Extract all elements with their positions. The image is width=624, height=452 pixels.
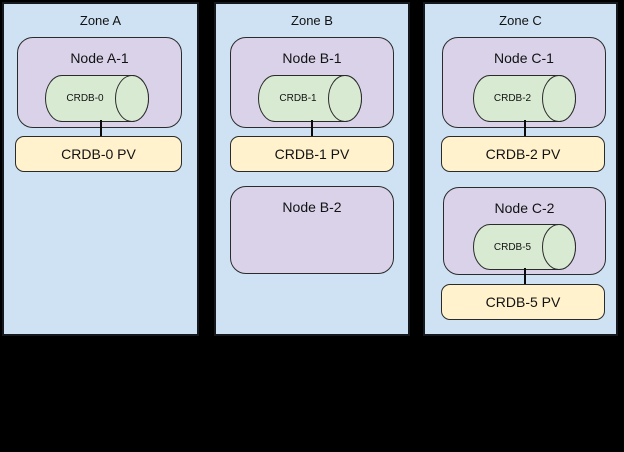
zone-b-title: Zone B bbox=[291, 13, 333, 28]
zone-c-title: Zone C bbox=[499, 13, 542, 28]
crdb-0-pv-box: CRDB-0 PV bbox=[15, 136, 182, 172]
zone-b-container: Zone B Node B-1 CRDB-1 CRDB-1 PV Node B-… bbox=[214, 2, 410, 336]
node-b1-title: Node B-1 bbox=[282, 50, 342, 66]
cylinder-shape-icon bbox=[258, 75, 362, 122]
connector-crdb0-to-pv bbox=[100, 120, 102, 138]
crdb-1-cylinder-label: CRDB-1 bbox=[279, 93, 317, 104]
cylinder-shape-icon bbox=[45, 75, 149, 122]
crdb-5-cylinder: CRDB-5 bbox=[473, 224, 576, 270]
crdb-2-pv-box: CRDB-2 PV bbox=[441, 136, 605, 172]
node-c1-title: Node C-1 bbox=[494, 50, 554, 66]
node-b2-box: Node B-2 bbox=[230, 186, 394, 274]
crdb-1-pv-box: CRDB-1 PV bbox=[230, 136, 394, 172]
cylinder-shape-icon bbox=[473, 75, 576, 122]
node-a1-title: Node A-1 bbox=[70, 50, 129, 66]
cylinder-shape-icon bbox=[473, 224, 576, 270]
connector-crdb2-to-pv bbox=[524, 120, 526, 138]
connector-crdb1-to-pv bbox=[311, 120, 313, 138]
node-b2-title: Node B-2 bbox=[282, 199, 342, 215]
crdb-5-pv-box: CRDB-5 PV bbox=[441, 284, 605, 320]
crdb-1-cylinder: CRDB-1 bbox=[258, 75, 362, 122]
crdb-2-cylinder-label: CRDB-2 bbox=[493, 93, 532, 104]
crdb-0-cylinder-label: CRDB-0 bbox=[66, 93, 104, 104]
crdb-0-cylinder: CRDB-0 bbox=[45, 75, 149, 122]
crdb-5-cylinder-label: CRDB-5 bbox=[493, 241, 532, 253]
node-c2-title: Node C-2 bbox=[494, 200, 555, 216]
zone-a-title: Zone A bbox=[79, 13, 122, 28]
connector-crdb5-to-pv bbox=[524, 268, 526, 286]
zone-a-container: Zone A Node A-1 CRDB-0 CRDB-0 PV bbox=[2, 2, 199, 336]
zone-c-container: Zone C Node C-1 CRDB-2 CRDB-2 PV Node C-… bbox=[423, 2, 618, 336]
crdb-2-cylinder: CRDB-2 bbox=[473, 75, 576, 122]
